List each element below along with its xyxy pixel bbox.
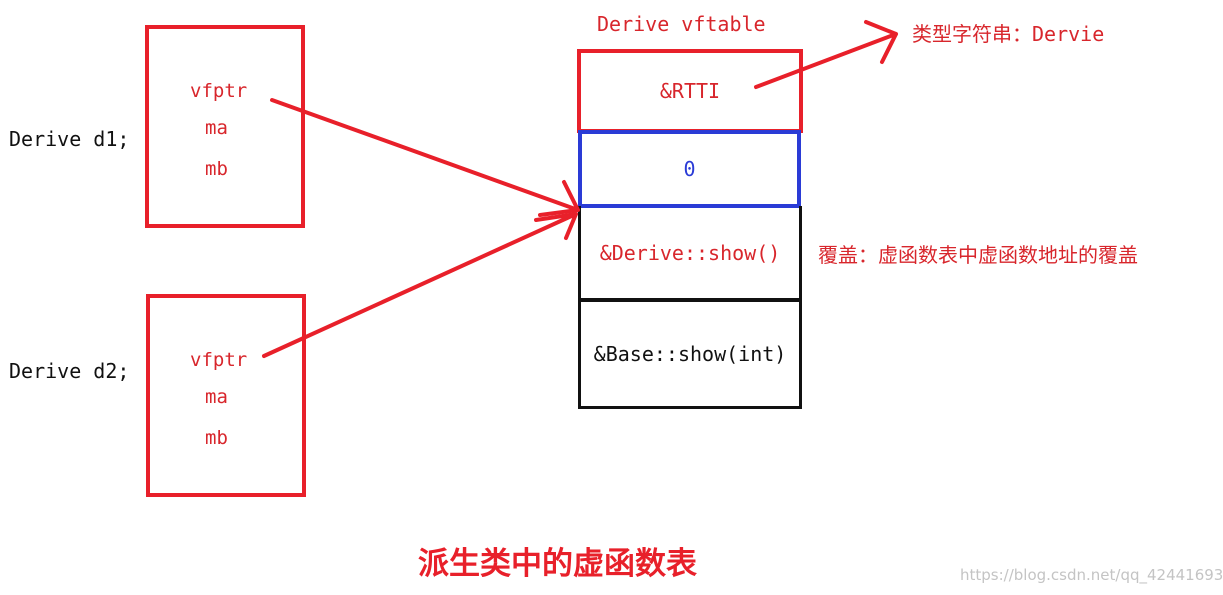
object-d2-label: Derive d2; (9, 359, 130, 383)
vftable-title: Derive vftable (597, 12, 766, 36)
vftable-entry-base-show: &Base::show(int) (578, 298, 802, 409)
object-d1-mb: mb (205, 158, 228, 180)
override-annotation: 覆盖：虚函数表中虚函数地址的覆盖 (818, 243, 1138, 267)
vftable-entry-base-show-text: &Base::show(int) (593, 341, 787, 366)
object-d1-vfptr: vfptr (190, 80, 248, 102)
vftable-entry-offset: 0 (578, 130, 801, 208)
object-d1-label: Derive d1; (9, 127, 130, 151)
object-d1-box (145, 25, 305, 228)
diagram-caption: 派生类中的虚函数表 (418, 546, 697, 582)
watermark: https://blog.csdn.net/qq_42441693 (960, 566, 1223, 584)
arrow-d1-vfptr (270, 98, 580, 217)
vftable-entry-derive-show-text: &Derive::show() (599, 240, 781, 265)
object-d2-ma: ma (205, 386, 228, 408)
object-d1-ma: ma (205, 117, 228, 139)
arrow-rtti-note (754, 20, 898, 89)
object-d2-box (146, 294, 306, 497)
arrow-d2-vfptr (262, 212, 578, 358)
object-d2-mb: mb (205, 427, 228, 449)
vftable-entry-rtti-text: &RTTI (659, 79, 721, 103)
object-d2-vfptr: vfptr (190, 349, 248, 371)
vftable-entry-offset-text: 0 (683, 157, 696, 181)
rtti-annotation: 类型字符串：Dervie (912, 22, 1105, 46)
